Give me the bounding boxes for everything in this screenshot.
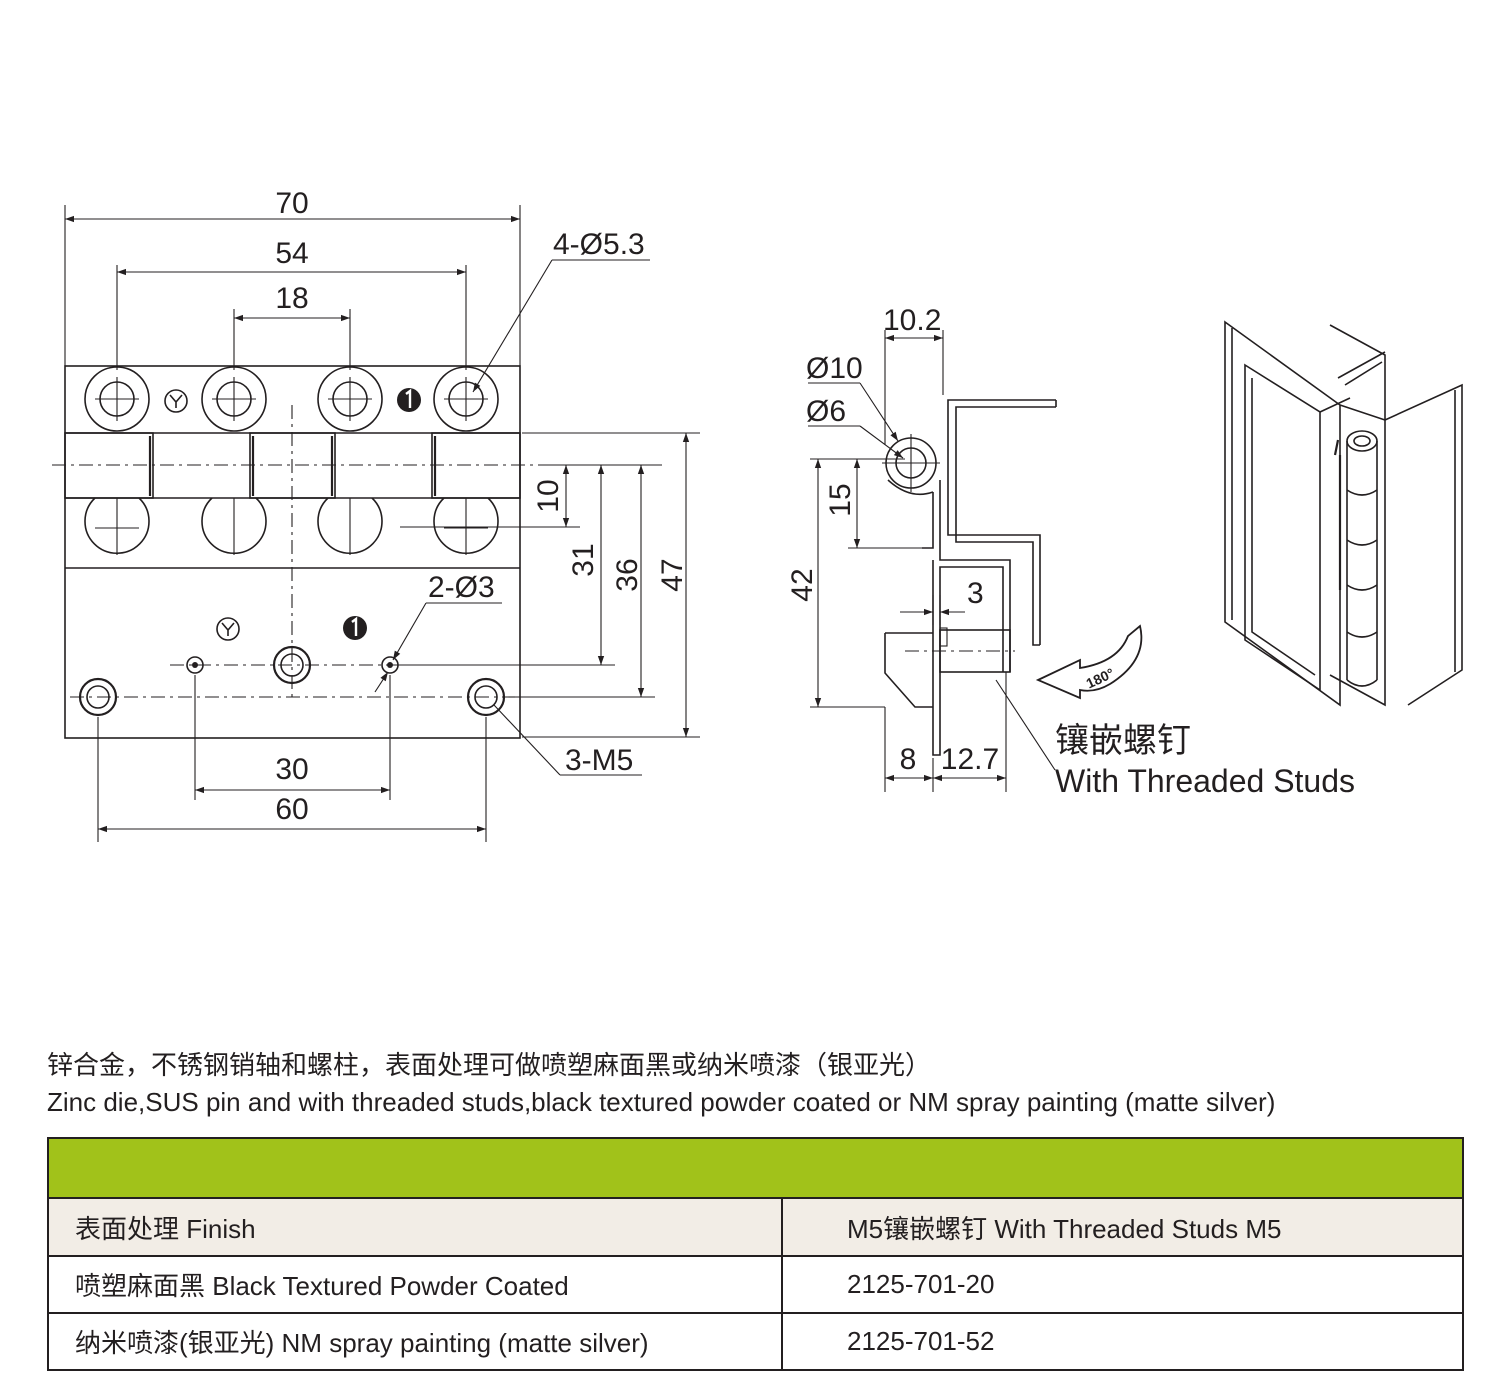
stud-label-cn: 镶嵌螺钉: [1055, 722, 1191, 760]
dim-12-7: 12.7: [941, 743, 999, 776]
table-row: 纳米喷漆(银亚光) NM spray painting (matte silve…: [47, 1312, 1464, 1371]
dim-10: 10: [532, 479, 565, 512]
front-view: 70 54 18 4-Ø5.3 10 31 36 47 2-Ø3: [52, 187, 700, 842]
dim-30: 30: [275, 753, 308, 786]
dim-47: 47: [656, 558, 689, 591]
dim-60: 60: [275, 793, 308, 826]
row-finish: 喷塑麻面黑 Black Textured Powder Coated: [47, 1255, 783, 1314]
dim-70: 70: [275, 187, 308, 220]
technical-drawing: 70 54 18 4-Ø5.3 10 31 36 47 2-Ø3: [52, 187, 1463, 842]
row-model: 2125-701-52: [781, 1312, 1464, 1371]
mark-1-icon: [343, 388, 421, 640]
dim-15: 15: [824, 483, 857, 516]
callout-4-holes: 4-Ø5.3: [553, 228, 645, 261]
header-model: M5镶嵌螺钉 With Threaded Studs M5: [781, 1197, 1464, 1257]
dim-8: 8: [900, 743, 917, 776]
table-band: [47, 1137, 1464, 1199]
dim-36: 36: [611, 558, 644, 591]
dim-42: 42: [786, 568, 819, 601]
row-finish: 纳米喷漆(银亚光) NM spray painting (matte silve…: [47, 1312, 783, 1371]
stud-label-en: With Threaded Studs: [1055, 763, 1355, 799]
header-finish: 表面处理 Finish: [47, 1197, 783, 1257]
table-row: 喷塑麻面黑 Black Textured Powder Coated 2125-…: [47, 1255, 1464, 1314]
table-header-row: 表面处理 Finish M5镶嵌螺钉 With Threaded Studs M…: [47, 1197, 1464, 1257]
row-model: 2125-701-20: [781, 1255, 1464, 1314]
callout-small-holes: 2-Ø3: [428, 571, 495, 604]
rotation-arrow-icon: 180°: [1035, 624, 1143, 700]
spec-table: 表面处理 Finish M5镶嵌螺钉 With Threaded Studs M…: [47, 1137, 1464, 1371]
description-cn: 锌合金，不锈钢销轴和螺柱，表面处理可做喷塑麻面黑或纳米喷漆（银亚光）: [47, 1050, 932, 1080]
threaded-studs: [70, 645, 515, 717]
dim-pin-outer: Ø10: [806, 352, 863, 385]
isometric-view: [1224, 320, 1463, 707]
callout-studs: 3-M5: [565, 744, 633, 777]
dim-10-2: 10.2: [883, 304, 941, 337]
dim-pin-inner: Ø6: [806, 395, 846, 428]
dim-54: 54: [275, 237, 308, 270]
side-view: 10.2 Ø10 Ø6 15 42 3 8 12.7 镶嵌螺钉 With Thr…: [786, 304, 1355, 799]
description-en: Zinc die,SUS pin and with threaded studs…: [47, 1087, 1276, 1117]
dim-31: 31: [567, 543, 600, 576]
brand-logo-icon: [164, 389, 240, 641]
dim-3: 3: [967, 577, 984, 610]
mount-holes-upper: [84, 366, 499, 432]
dim-18: 18: [275, 282, 308, 315]
